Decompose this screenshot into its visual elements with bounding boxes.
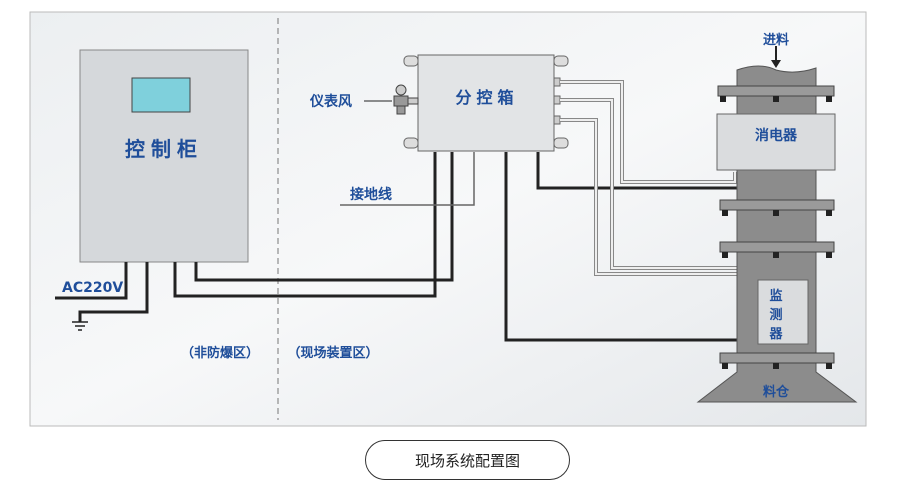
feed-in-label: 进料: [763, 32, 789, 48]
branch-box-label: 分控箱: [455, 88, 518, 107]
power-label: AC220V: [62, 280, 123, 296]
field-zone-label: （现场装置区）: [287, 345, 378, 361]
branch-box: [403, 54, 569, 152]
silo-label: 料仓: [763, 384, 790, 400]
ground-wire-label: 接地线: [350, 186, 392, 203]
ground-icon: [72, 321, 88, 331]
monitor-box: [757, 279, 809, 345]
cabinet-screen: [131, 77, 191, 113]
monitor-label-3: 器: [768, 327, 783, 342]
eliminator-box: [716, 113, 836, 171]
control-cabinet: [79, 49, 249, 263]
ground-wire: [340, 152, 475, 206]
power-cables: [55, 152, 454, 322]
non-explosion-zone-label: （非防爆区）: [181, 345, 259, 361]
instrument-air-label: 仪表风: [309, 93, 352, 110]
caption-button[interactable]: 现场系统配置图: [365, 440, 570, 480]
eliminator-label: 消电器: [755, 127, 798, 144]
control-cabinet-label: 控制柜: [125, 137, 203, 161]
feed-arrowhead-icon: [771, 60, 781, 68]
monitor-label-1: 监: [769, 288, 782, 304]
pressure-valve-icon: [393, 84, 419, 115]
monitor-label-2: 测: [769, 307, 782, 323]
